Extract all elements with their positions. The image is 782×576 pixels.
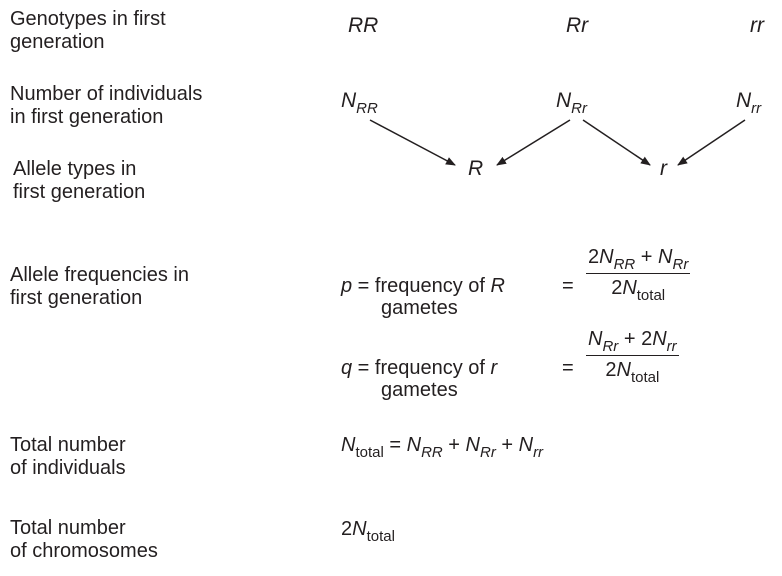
q-denominator: 2Ntotal xyxy=(586,355,679,386)
p-numerator: 2NRR + NRr xyxy=(588,246,689,273)
q-equals-sign: = xyxy=(562,357,574,379)
p-fraction: 2NRR + NRr 2Ntotal xyxy=(586,246,691,304)
p-equals-sign: = xyxy=(562,275,574,297)
allele-R: R xyxy=(468,157,484,180)
genotype-RR: RR xyxy=(348,14,379,37)
genotypes-row-label: Genotypes in first generation xyxy=(10,8,166,53)
count-N-rr: Nrr xyxy=(736,89,762,117)
total-chromosomes-row-label: Total number of chromosomes xyxy=(10,517,158,562)
q-fraction: NRr + 2Nrr 2Ntotal xyxy=(586,328,679,386)
p-denominator: 2Ntotal xyxy=(586,273,691,304)
total-chromosomes-expression: 2Ntotal xyxy=(341,518,395,545)
allele-r: r xyxy=(660,157,667,180)
p-gametes-label: gametes xyxy=(381,297,458,319)
p-equation-text: p = frequency of R xyxy=(341,275,505,297)
total-individuals-row-label: Total number of individuals xyxy=(10,434,126,479)
arrow-rr-to-r xyxy=(677,119,746,166)
allele-frequencies-row-label: Allele frequencies in first generation xyxy=(10,264,189,309)
arrow-RR-to-R xyxy=(369,119,456,166)
genotype-rr: rr xyxy=(750,14,764,37)
total-individuals-equation: Ntotal = NRR + NRr + Nrr xyxy=(341,434,544,461)
allele-types-row-label: Allele types in first generation xyxy=(13,158,146,203)
q-numerator: NRr + 2Nrr xyxy=(588,328,677,355)
arrow-Rr-to-R xyxy=(496,119,571,166)
q-equation-text: q = frequency of r xyxy=(341,357,498,379)
count-N-Rr: NRr xyxy=(556,89,587,117)
number-row-label: Number of individuals in first generatio… xyxy=(10,83,203,128)
arrow-Rr-to-r xyxy=(582,119,651,166)
genotype-Rr: Rr xyxy=(566,14,589,37)
q-gametes-label: gametes xyxy=(381,379,458,401)
count-N-RR: NRR xyxy=(341,89,378,117)
